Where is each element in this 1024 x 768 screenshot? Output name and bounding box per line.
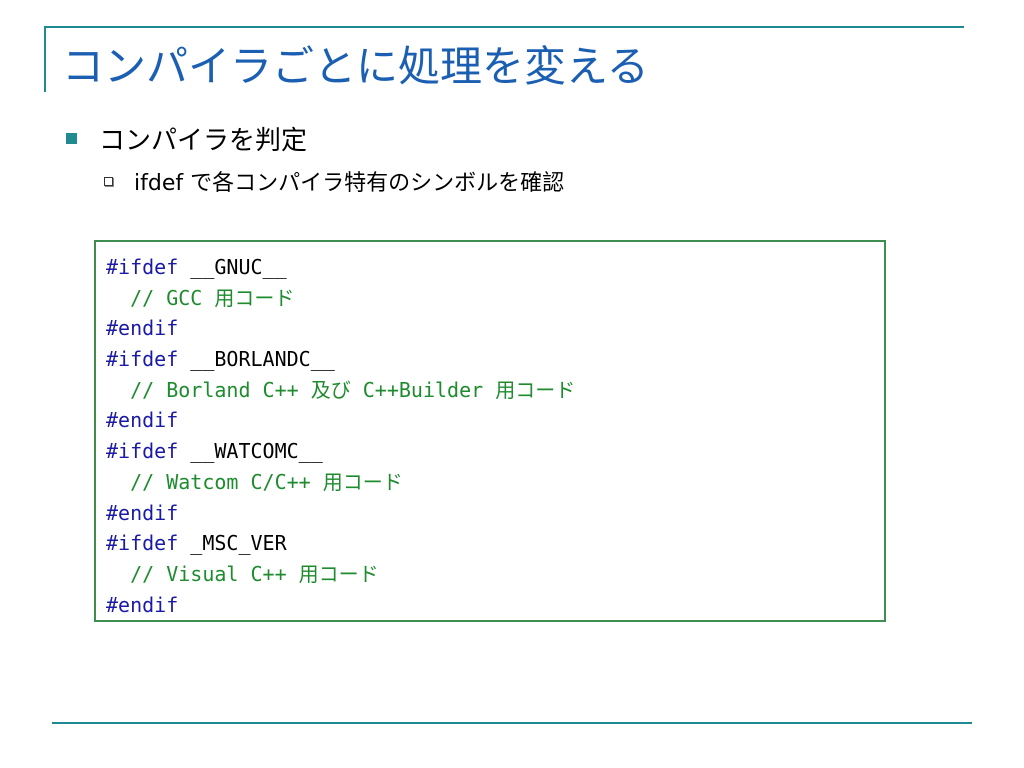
code-line: #endif <box>106 313 575 344</box>
code-line: // Watcom C/C++ 用コード <box>106 467 575 498</box>
code-line: #ifdef __WATCOMC__ <box>106 436 575 467</box>
code-comment: // Borland C++ 及び C++Builder 用コード <box>106 377 576 402</box>
square-bullet-icon <box>66 132 77 144</box>
bullet-level2-text: ifdef で各コンパイラ特有のシンボルを確認 <box>134 171 565 196</box>
macro-symbol: _MSC_VER <box>178 531 287 556</box>
code-line: #ifdef __BORLANDC__ <box>106 344 575 375</box>
code-line: #endif <box>106 498 575 529</box>
macro-symbol: __GNUC__ <box>178 255 287 279</box>
code-line: #ifdef _MSC_VER <box>106 528 575 559</box>
preprocessor-directive: #endif <box>106 592 179 617</box>
code-line: #endif <box>106 405 575 436</box>
preprocessor-directive: #endif <box>106 408 179 433</box>
code-comment: // Watcom C/C++ 用コード <box>106 469 403 494</box>
top-divider <box>44 26 964 28</box>
bottom-divider <box>52 722 972 724</box>
hollow-square-bullet-icon <box>104 176 113 186</box>
code-block: #ifdef __GNUC__ // GCC 用コード #endif #ifdef … <box>94 240 886 622</box>
code-comment: // GCC 用コード <box>106 285 295 310</box>
preprocessor-directive: #ifdef <box>106 347 179 372</box>
bullet-level1-text: コンパイラを判定 <box>99 125 308 156</box>
preprocessor-directive: #endif <box>106 500 179 525</box>
title-accent-bar <box>44 26 46 92</box>
preprocessor-directive: #ifdef <box>106 531 179 556</box>
bullet-level2: ifdef で各コンパイラ特有のシンボルを確認 <box>104 164 564 198</box>
macro-symbol: __BORLANDC__ <box>178 347 335 372</box>
code-line: // Borland C++ 及び C++Builder 用コード <box>106 375 575 406</box>
code-line: #ifdef __GNUC__ <box>106 252 575 283</box>
code-line: // GCC 用コード <box>106 283 575 314</box>
preprocessor-directive: #ifdef <box>106 439 179 464</box>
macro-symbol: __WATCOMC__ <box>178 439 323 464</box>
bullet-level1: コンパイラを判定 <box>66 118 307 158</box>
preprocessor-directive: #ifdef <box>106 255 179 279</box>
code-comment: // Visual C++ 用コード <box>106 561 379 586</box>
code-line: // Visual C++ 用コード <box>106 559 575 590</box>
code-lines: #ifdef __GNUC__ // GCC 用コード #endif #ifdef … <box>106 252 575 620</box>
preprocessor-directive: #endif <box>106 316 179 341</box>
slide-title: コンパイラごとに処理を変える <box>62 42 649 91</box>
code-line: #endif <box>106 590 575 621</box>
